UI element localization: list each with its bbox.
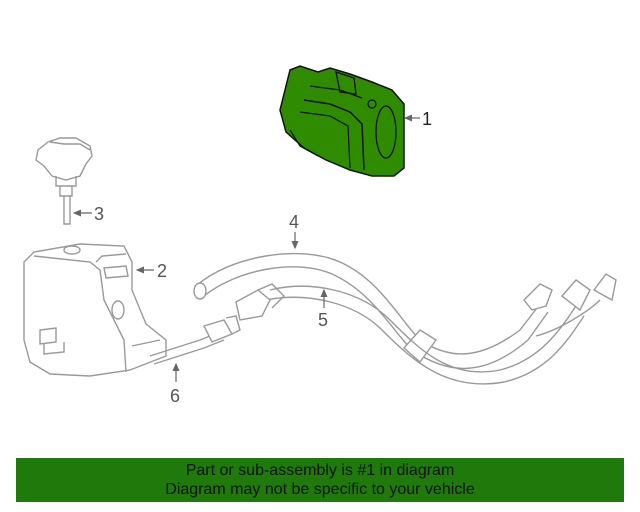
part-2-housing[interactable] — [23, 243, 167, 377]
parts-diagram: 1 2 3 4 5 6 — [23, 65, 617, 406]
callout-6: 6 — [170, 386, 180, 406]
info-banner: Part or sub-assembly is #1 in diagram Di… — [16, 458, 624, 502]
part-4-hose[interactable] — [193, 252, 553, 369]
callout-4: 4 — [289, 212, 299, 232]
part-5-hose[interactable] — [235, 273, 617, 385]
callout-2: 2 — [157, 261, 167, 281]
banner-line-1: Part or sub-assembly is #1 in diagram — [185, 462, 455, 479]
callout-1: 1 — [422, 109, 432, 129]
callout-5: 5 — [318, 310, 328, 330]
part-1-module[interactable] — [279, 65, 405, 177]
part-3-sensor[interactable] — [35, 137, 93, 225]
callout-leaders — [72, 114, 420, 382]
banner-line-2: Diagram may not be specific to your vehi… — [165, 481, 475, 498]
part-6-hose[interactable] — [149, 315, 241, 365]
callout-3: 3 — [94, 204, 104, 224]
